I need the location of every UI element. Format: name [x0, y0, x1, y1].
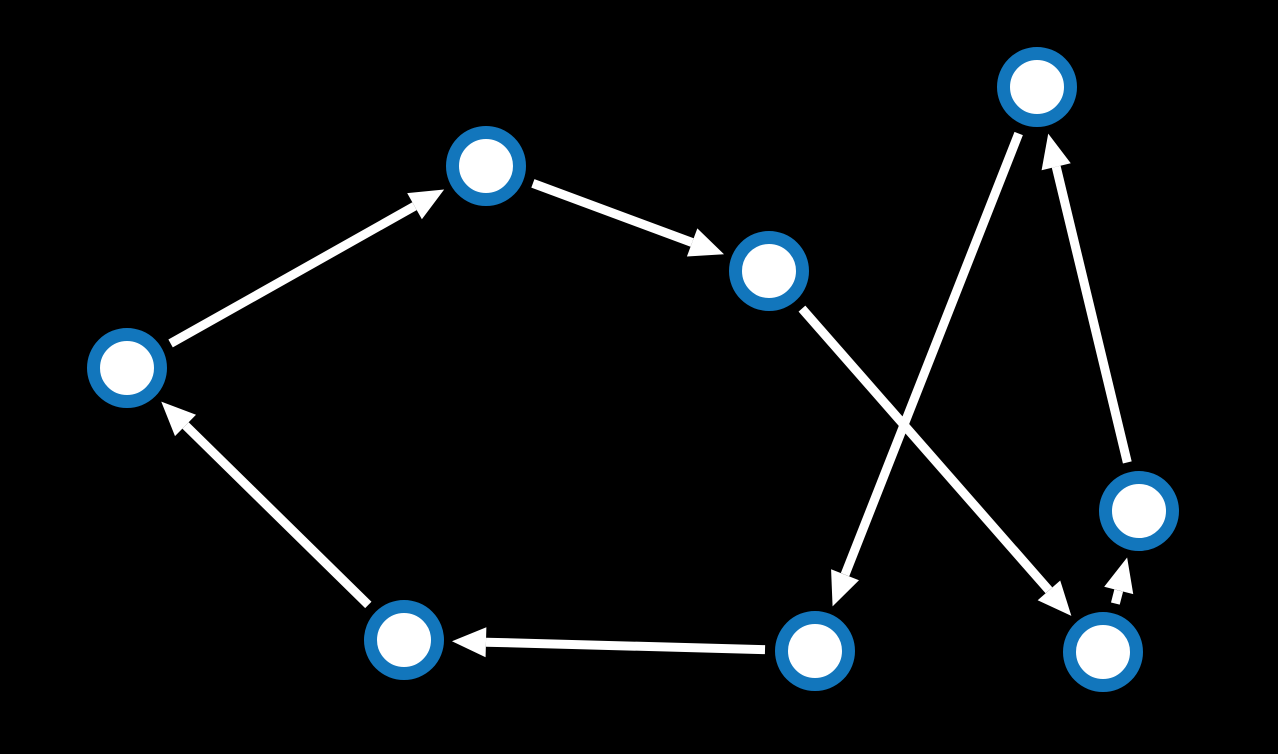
graph-edge-n3-to-n6	[798, 305, 1053, 594]
graph-node-n8[interactable]	[364, 600, 444, 680]
graph-edge-n5-to-n4	[1051, 165, 1132, 464]
graph-edge-n8-to-n1	[182, 422, 372, 609]
graph-node-ring[interactable]	[1099, 471, 1179, 551]
graph-edge-n1-to-n2	[168, 202, 417, 348]
graph-edge-n2-to-n3	[531, 179, 694, 247]
graph-edge-n7-to-n8	[485, 637, 766, 655]
arrowhead-icon-n7-to-n8	[451, 627, 487, 658]
arrowhead-icon-n1-to-n2	[407, 189, 445, 220]
arrowhead-icon-n3-to-n6	[1037, 580, 1072, 616]
arrowhead-icon-n4-to-n7	[831, 569, 859, 607]
graph-node-ring[interactable]	[997, 47, 1077, 127]
graph-edge-n6-to-n5	[1111, 589, 1124, 605]
arrowhead-icon-n5-to-n4	[1041, 133, 1071, 171]
graph-node-n4[interactable]	[997, 47, 1077, 127]
edge-layer	[161, 131, 1134, 658]
graph-node-n6[interactable]	[1063, 612, 1143, 692]
graph-node-n3[interactable]	[729, 231, 809, 311]
graph-node-n1[interactable]	[87, 328, 167, 408]
graph-node-ring[interactable]	[1063, 612, 1143, 692]
arrowhead-icon-n2-to-n3	[686, 228, 724, 257]
graph-node-n2[interactable]	[446, 126, 526, 206]
graph-node-ring[interactable]	[364, 600, 444, 680]
arrowhead-icon-n8-to-n1	[161, 401, 197, 437]
graph-node-n7[interactable]	[775, 611, 855, 691]
graph-node-n5[interactable]	[1099, 471, 1179, 551]
graph-node-ring[interactable]	[446, 126, 526, 206]
graph-node-ring[interactable]	[87, 328, 167, 408]
graph-node-ring[interactable]	[775, 611, 855, 691]
arrowhead-icon-n6-to-n5	[1104, 557, 1134, 595]
graph-node-ring[interactable]	[729, 231, 809, 311]
node-layer	[87, 47, 1179, 692]
graph-edge-n4-to-n7	[840, 131, 1023, 577]
